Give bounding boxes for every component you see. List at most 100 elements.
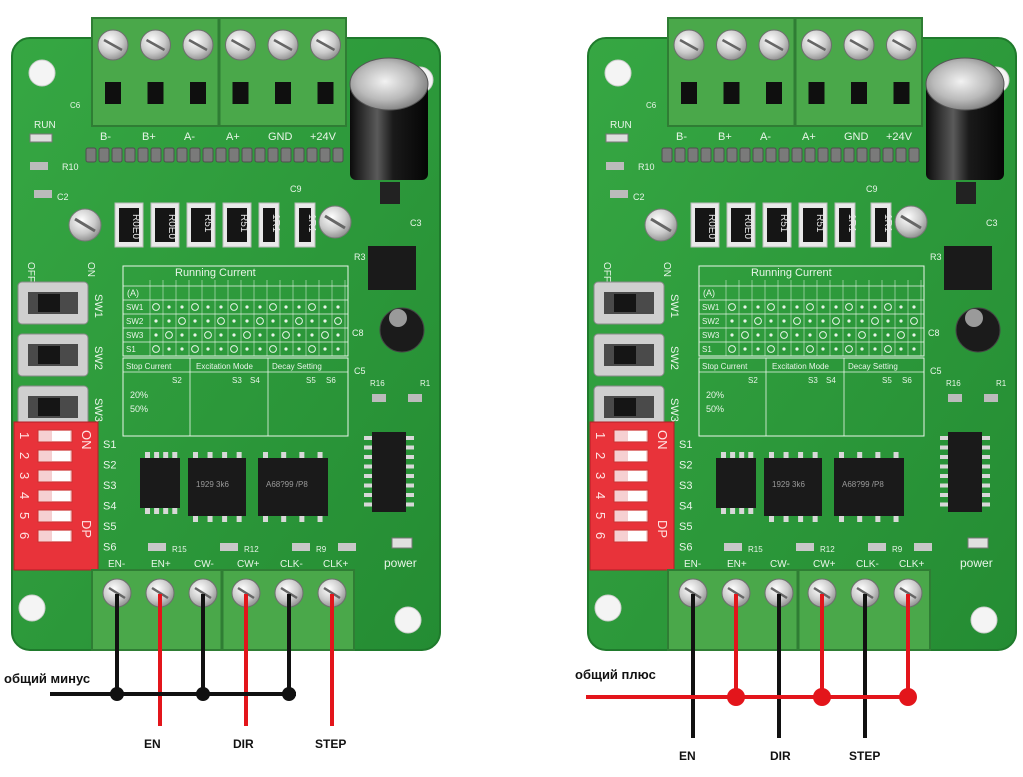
table-mark [230, 303, 238, 311]
smd-part [372, 394, 386, 402]
table-dot [336, 347, 340, 351]
run-label: RUN [610, 120, 632, 131]
header-pin [687, 147, 699, 163]
component-label: C6 [646, 101, 657, 110]
smd-part [914, 543, 932, 551]
resistor-code: R0E0 [742, 214, 753, 239]
component-label: R16 [946, 379, 961, 388]
ic-pin [982, 474, 990, 478]
header-pin [908, 147, 920, 163]
bottom-pin-label: EN+ [727, 559, 747, 570]
table-mark [858, 331, 866, 339]
mounting-hole [594, 594, 622, 622]
bottom-pin-label: EN- [684, 559, 701, 570]
junction-dot [727, 688, 745, 706]
power-label: power [384, 556, 417, 570]
ic-pin [364, 474, 372, 478]
dip-lever [52, 451, 70, 461]
sub-table-header: Decay Setting [848, 362, 898, 371]
table-dot [795, 347, 799, 351]
dip-number: 4 [17, 492, 32, 499]
ic-pin [748, 508, 754, 514]
dip-on-label: ON [79, 430, 94, 450]
capacitor-top [925, 57, 1005, 111]
ic-pin [857, 452, 863, 458]
header-pin [843, 147, 855, 163]
header-pin [778, 147, 790, 163]
run-label: RUN [34, 120, 56, 131]
component-label: R10 [638, 162, 655, 172]
switch-label: SW3 [92, 398, 104, 422]
junction-dot [282, 687, 296, 701]
table-dot [297, 333, 301, 337]
component-label: C3 [410, 218, 422, 228]
table-dot [258, 305, 262, 309]
table-mark [780, 331, 788, 339]
component-label: R12 [244, 545, 259, 554]
slide-switch-knob [614, 398, 636, 416]
resistor-code: R0E0 [706, 214, 717, 239]
signal-label-en: EN [679, 749, 696, 763]
table-row-label: SW2 [126, 317, 144, 326]
ic-pin [406, 436, 414, 440]
on-label: ON [85, 262, 96, 277]
ic-pin [839, 516, 844, 522]
power-resistor [155, 208, 175, 242]
resistor-code: R51 [778, 214, 789, 233]
sub-table-header: S4 [826, 376, 836, 385]
table-dot [886, 333, 890, 337]
table-mark [165, 331, 173, 339]
screw-slot [103, 38, 123, 52]
sub-table-header: S5 [306, 376, 316, 385]
table-dot [834, 347, 838, 351]
switch-label: SW1 [668, 294, 680, 318]
header-pin [739, 147, 751, 163]
table-dot [180, 333, 184, 337]
table-row-label: SW1 [702, 303, 720, 312]
table-dot [743, 319, 747, 323]
screw-slot [194, 586, 212, 600]
ic-pin [940, 436, 948, 440]
component-label: R15 [748, 545, 763, 554]
table-dot [899, 347, 903, 351]
header-pin [202, 147, 214, 163]
header-pin [254, 147, 266, 163]
top-pin-label: B- [676, 131, 687, 143]
table-dot [167, 347, 171, 351]
table-dot [206, 305, 210, 309]
table-mark [308, 303, 316, 311]
ic-pin [364, 455, 372, 459]
header-pin [293, 147, 305, 163]
top-pin-label: +24V [886, 131, 913, 143]
table-dot [310, 333, 314, 337]
screw-slot [145, 38, 166, 52]
slide-switch-knob [614, 346, 636, 364]
table-dot [180, 347, 184, 351]
screw-slot [679, 38, 699, 52]
table-mark [152, 303, 160, 311]
ic-pin [812, 516, 818, 522]
screw-slot [323, 586, 341, 600]
table-mark [806, 345, 814, 353]
smd-part [220, 543, 238, 551]
table-dot [336, 333, 340, 337]
table-mark [308, 345, 316, 353]
smd-part [724, 543, 742, 551]
table-mark [334, 317, 342, 325]
table-dot [886, 319, 890, 323]
component-label: R3 [930, 252, 942, 262]
table-dot [232, 333, 236, 337]
signal-label-step: STEP [849, 749, 880, 763]
ic-pin [940, 455, 948, 459]
table-dot [912, 347, 916, 351]
ic-pin [406, 445, 414, 450]
screw-slot [324, 214, 346, 230]
table-dot [232, 319, 236, 323]
off-label: OFF [25, 262, 36, 282]
power-resistor [875, 208, 887, 242]
header-pin [111, 147, 123, 163]
sub-table-row: 20% [130, 390, 148, 400]
sub-table-header: Excitation Mode [196, 362, 253, 371]
